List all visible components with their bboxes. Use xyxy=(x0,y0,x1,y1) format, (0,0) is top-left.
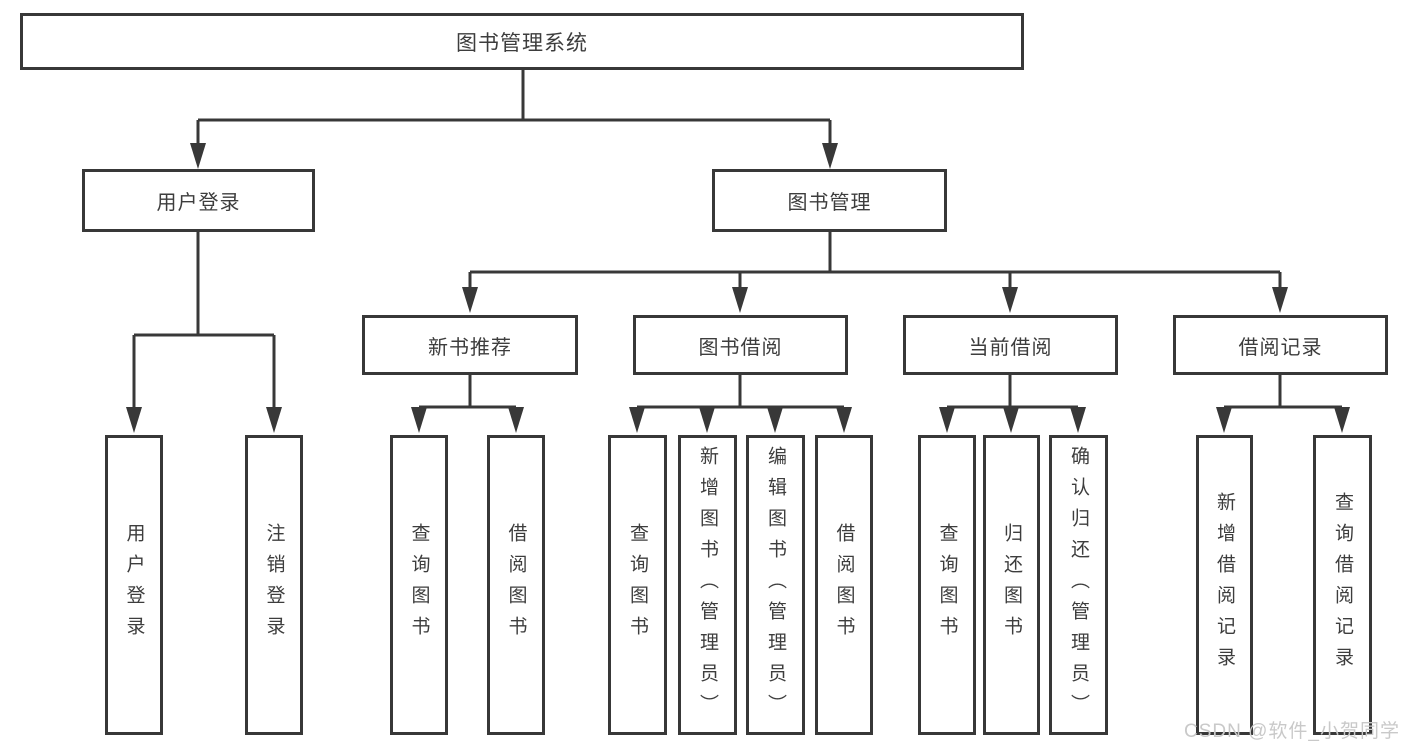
node-user-login-label: 用户登录 xyxy=(156,192,241,214)
node-book-management-label: 图书管理 xyxy=(787,192,872,214)
connector-new-book-branch xyxy=(417,375,518,412)
arrowhead xyxy=(629,407,645,433)
node-root: 图书管理系统 xyxy=(20,13,1024,70)
node-leaf-query-borrow-record: 查询借阅记录 xyxy=(1313,435,1372,735)
node-leaf-query-books-1-label: 查询图书 xyxy=(408,523,430,647)
node-leaf-logout: 注销登录 xyxy=(245,435,303,735)
connector-user-login-branch xyxy=(132,232,276,412)
arrowhead xyxy=(508,407,524,433)
node-new-book-recommend-label: 新书推荐 xyxy=(428,336,512,359)
node-leaf-query-borrow-record-label: 查询借阅记录 xyxy=(1332,492,1353,678)
node-leaf-confirm-return-admin-label: 确认归还（管理员） xyxy=(1068,445,1089,725)
node-leaf-user-login-label: 用户登录 xyxy=(123,523,145,647)
arrowhead xyxy=(462,287,478,313)
node-leaf-edit-books-admin-label: 编辑图书（管理员） xyxy=(765,445,786,725)
node-current-borrow: 当前借阅 xyxy=(903,315,1118,375)
node-book-borrow-label: 图书借阅 xyxy=(698,336,783,359)
node-leaf-query-books-3-label: 查询图书 xyxy=(936,523,958,647)
node-leaf-query-books-2: 查询图书 xyxy=(608,435,667,735)
node-book-borrow: 图书借阅 xyxy=(633,315,848,375)
node-book-management: 图书管理 xyxy=(712,169,947,232)
connector-borrow-records-branch xyxy=(1222,375,1344,412)
csdn-watermark: CSDN @软件_小贺同学 xyxy=(1184,721,1400,742)
node-root-label: 图书管理系统 xyxy=(456,31,588,55)
node-leaf-return-books: 归还图书 xyxy=(983,435,1040,735)
node-leaf-add-borrow-record: 新增借阅记录 xyxy=(1196,435,1253,735)
node-leaf-confirm-return-admin: 确认归还（管理员） xyxy=(1049,435,1108,735)
arrowhead xyxy=(836,407,852,433)
arrowhead xyxy=(732,287,748,313)
arrowhead xyxy=(126,407,142,433)
arrowhead xyxy=(1216,407,1232,433)
arrowhead xyxy=(190,143,206,169)
connector-book-management-branch xyxy=(468,232,1282,292)
node-leaf-add-borrow-record-label: 新增借阅记录 xyxy=(1214,492,1235,678)
node-leaf-query-books-3: 查询图书 xyxy=(918,435,976,735)
node-borrow-records-label: 借阅记录 xyxy=(1238,336,1323,359)
arrowheads xyxy=(126,143,1350,433)
arrowhead xyxy=(1003,407,1019,433)
node-user-login: 用户登录 xyxy=(82,169,315,232)
node-leaf-borrow-books-2: 借阅图书 xyxy=(815,435,873,735)
arrowhead xyxy=(822,143,838,169)
arrowhead xyxy=(939,407,955,433)
node-borrow-records: 借阅记录 xyxy=(1173,315,1388,375)
node-leaf-borrow-books-2-label: 借阅图书 xyxy=(833,523,855,647)
arrowhead xyxy=(699,407,715,433)
node-leaf-logout-label: 注销登录 xyxy=(263,523,285,647)
node-leaf-query-books-1: 查询图书 xyxy=(390,435,448,735)
node-leaf-return-books-label: 归还图书 xyxy=(1001,523,1022,647)
connector-root-to-level2 xyxy=(196,68,832,148)
arrowhead xyxy=(1002,287,1018,313)
node-leaf-add-books-admin: 新增图书（管理员） xyxy=(678,435,737,735)
node-current-borrow-label: 当前借阅 xyxy=(968,336,1053,359)
arrowhead xyxy=(1334,407,1350,433)
arrowhead xyxy=(266,407,282,433)
node-leaf-query-books-2-label: 查询图书 xyxy=(627,523,648,647)
node-leaf-user-login: 用户登录 xyxy=(105,435,163,735)
node-leaf-edit-books-admin: 编辑图书（管理员） xyxy=(746,435,805,735)
arrowhead xyxy=(411,407,427,433)
node-leaf-borrow-books-1-label: 借阅图书 xyxy=(505,523,527,647)
node-new-book-recommend: 新书推荐 xyxy=(362,315,578,375)
arrowhead xyxy=(1070,407,1086,433)
connector-current-borrow-branch xyxy=(945,375,1080,412)
arrowhead xyxy=(1272,287,1288,313)
node-leaf-borrow-books-1: 借阅图书 xyxy=(487,435,545,735)
connector-book-borrow-branch xyxy=(635,375,846,412)
arrowhead xyxy=(767,407,783,433)
node-leaf-add-books-admin-label: 新增图书（管理员） xyxy=(697,445,718,725)
